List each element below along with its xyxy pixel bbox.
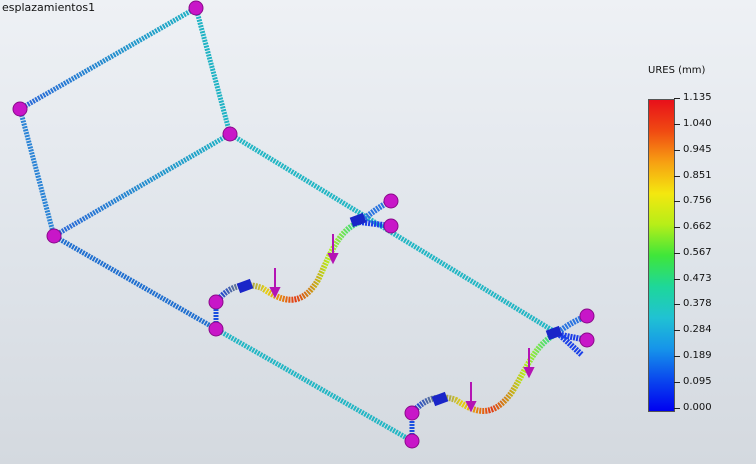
legend-tick: 0.945 <box>674 144 712 155</box>
force-arrow-icon <box>269 268 281 299</box>
legend-tick: 0.473 <box>674 273 712 284</box>
connector-joints[interactable] <box>236 212 563 407</box>
joint-icon <box>236 278 254 294</box>
color-legend[interactable]: URES (mm) 1.135 1.040 0.945 0.851 0.756 … <box>640 62 750 422</box>
joint-icon <box>349 212 367 228</box>
joint-icon <box>431 391 449 407</box>
colorbar <box>648 99 675 412</box>
frame-base <box>52 131 562 444</box>
legend-tick: 1.135 <box>674 92 712 103</box>
legend-tick: 0.189 <box>674 350 712 361</box>
support-sphere-icon <box>404 405 420 421</box>
joint-icon <box>545 325 563 341</box>
force-arrow-icon <box>465 382 477 413</box>
legend-tick: 1.040 <box>674 118 712 129</box>
support-sphere-icon <box>46 228 62 244</box>
legend-tick: 0.095 <box>674 376 712 387</box>
force-arrow-icon <box>327 234 339 265</box>
legend-tick: 0.000 <box>674 402 712 413</box>
deformed-bars <box>213 198 589 416</box>
support-sphere-icon <box>208 294 224 310</box>
frame-back-panel <box>17 5 233 239</box>
support-sphere-icon <box>208 321 224 337</box>
fixture-supports[interactable] <box>12 0 595 449</box>
support-sphere-icon <box>222 126 238 142</box>
plot-title: esplazamientos1 <box>2 1 96 14</box>
support-sphere-icon <box>579 332 595 348</box>
force-arrow-icon <box>523 348 535 379</box>
support-sphere-icon <box>404 433 420 449</box>
support-sphere-icon <box>383 218 399 234</box>
legend-tick: 0.284 <box>674 324 712 335</box>
support-sphere-icon <box>579 308 595 324</box>
legend-tick: 0.662 <box>674 221 712 232</box>
legend-tick: 0.567 <box>674 247 712 258</box>
legend-tick: 0.851 <box>674 170 712 181</box>
legend-title: URES (mm) <box>648 65 706 76</box>
legend-tick: 0.756 <box>674 195 712 206</box>
support-sphere-icon <box>383 193 399 209</box>
force-arrows[interactable] <box>269 234 535 413</box>
support-sphere-icon <box>188 0 204 16</box>
support-sphere-icon <box>12 101 28 117</box>
legend-tick: 0.378 <box>674 298 712 309</box>
